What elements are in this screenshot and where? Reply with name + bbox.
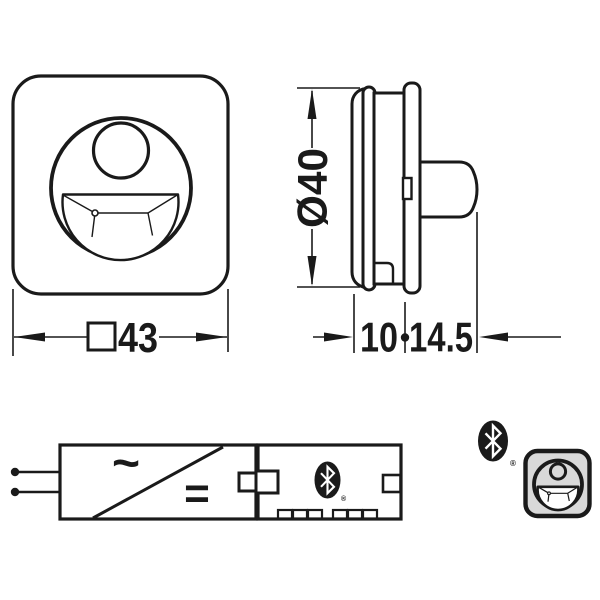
wire-terminal-dot	[10, 487, 20, 497]
arrowhead-right	[324, 332, 353, 342]
motion-sensor-dome	[91, 121, 151, 180]
dimension-dot	[400, 333, 410, 342]
side-view: Ø40 10 14.5	[289, 81, 561, 361]
diameter-value: Ø40	[289, 148, 336, 228]
arrowhead-up	[307, 89, 317, 119]
width-value: 43	[118, 314, 158, 361]
terminal-pin	[306, 508, 324, 520]
connector-socket	[254, 469, 280, 495]
icon-sensor-dome	[548, 462, 568, 481]
facet-line	[537, 486, 550, 494]
icon-facet-pivot-dot	[547, 491, 551, 496]
housing-body	[372, 91, 406, 286]
terminal-pin	[331, 508, 349, 520]
terminal-pins	[276, 508, 379, 520]
terminal-pin	[361, 508, 379, 520]
facet-line	[147, 193, 179, 214]
terminal-pin	[346, 508, 364, 520]
wire-terminal-dot	[10, 467, 20, 477]
ac-dc-divider	[92, 445, 224, 520]
connector-plug	[237, 471, 258, 493]
facet-line	[147, 212, 154, 236]
sensor-light-icon	[523, 448, 592, 519]
bluetooth-rune	[484, 422, 503, 460]
bluetooth-logo-icon: ®	[314, 461, 347, 503]
rear-depth-value: 14.5	[409, 314, 473, 361]
feature-badges: ®	[478, 420, 592, 519]
registered-mark: ®	[341, 495, 347, 503]
module-side-connector	[381, 473, 402, 494]
facet-line	[62, 194, 96, 214]
facet-line	[567, 486, 579, 494]
wiring-schematic: ~ = ®	[10, 437, 403, 521]
light-window-facets	[62, 193, 179, 238]
front-depth-value: 10	[360, 314, 398, 361]
housing-step	[374, 261, 395, 284]
arrowhead-left	[479, 332, 508, 342]
facet-line	[567, 493, 570, 502]
flange-clip	[401, 176, 413, 201]
terminal-pin	[291, 508, 309, 520]
bluetooth-rune	[320, 464, 336, 496]
dc-symbol: =	[184, 469, 210, 518]
mounting-barrel	[418, 160, 479, 219]
arrowhead-down	[307, 256, 317, 286]
registered-mark: ®	[510, 459, 516, 468]
facet-pivot-dot	[91, 209, 99, 217]
bluetooth-icon: ®	[478, 420, 516, 468]
square-section-symbol	[86, 321, 117, 352]
width-dimension: 43	[12, 289, 229, 361]
ac-symbol: ~	[112, 437, 140, 490]
facet-line	[91, 212, 96, 238]
arrowhead-right	[196, 332, 227, 342]
front-view	[11, 74, 230, 296]
arrowhead-left	[14, 332, 45, 342]
terminal-pin	[276, 508, 294, 520]
